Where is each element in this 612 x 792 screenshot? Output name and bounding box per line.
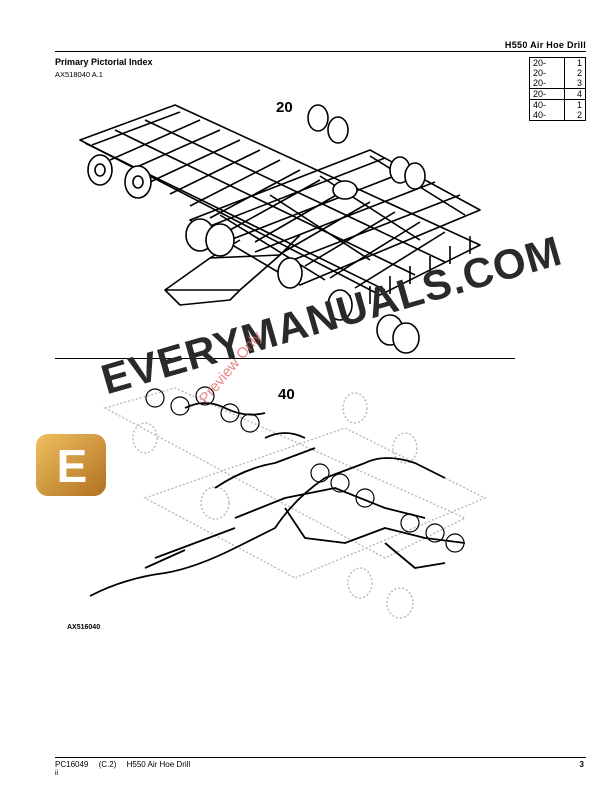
frame-diagram[interactable] <box>70 90 530 355</box>
ref-group: 20- <box>529 78 565 89</box>
section-title: Primary Pictorial Index <box>55 57 153 67</box>
footer-sub: ii <box>55 770 59 777</box>
footer-doc: PC16049 <box>55 760 89 769</box>
page-number: 3 <box>579 760 584 769</box>
figure-id: AX516040 <box>67 624 101 631</box>
footer-title: H550 Air Hoe Drill <box>126 760 191 769</box>
ref-page: 2 <box>563 68 587 78</box>
footer-rev: (C.2) <box>98 760 117 769</box>
ref-group: 20- <box>529 88 565 100</box>
ref-group: 40- <box>529 110 565 121</box>
footer-info: PC16049 (C.2) H550 Air Hoe Drill <box>55 760 198 769</box>
ref-group: 20- <box>529 57 565 68</box>
watermark-logo-letter: E <box>57 440 88 492</box>
ref-group: 20- <box>529 68 565 78</box>
ref-page: 2 <box>563 110 587 121</box>
ref-page: 1 <box>563 57 587 68</box>
ref-page: 3 <box>563 78 587 89</box>
reference-row[interactable]: 40-1 <box>529 99 587 110</box>
ref-page: 1 <box>563 99 587 110</box>
figure-callout-20[interactable]: 20 <box>276 99 293 116</box>
footer-rule <box>55 757 586 758</box>
ref-group: 40- <box>529 99 565 110</box>
distribution-diagram[interactable] <box>85 368 505 623</box>
section-reference: AX518040 A.1 <box>55 70 103 79</box>
reference-row[interactable]: 20-4 <box>529 88 587 100</box>
watermark-logo-icon: E <box>36 434 106 496</box>
reference-row[interactable]: 20-1 <box>529 57 587 68</box>
section-divider <box>55 358 515 359</box>
header-rule <box>55 51 586 52</box>
header-title: H550 Air Hoe Drill <box>504 40 586 50</box>
reference-table: 20-1 20-2 20-3 20-4 40-1 40-2 <box>529 57 587 121</box>
reference-row[interactable]: 20-3 <box>529 78 587 89</box>
reference-row[interactable]: 40-2 <box>529 110 587 121</box>
reference-row[interactable]: 20-2 <box>529 68 587 78</box>
figure-callout-40[interactable]: 40 <box>278 386 295 403</box>
ref-page: 4 <box>563 88 587 100</box>
